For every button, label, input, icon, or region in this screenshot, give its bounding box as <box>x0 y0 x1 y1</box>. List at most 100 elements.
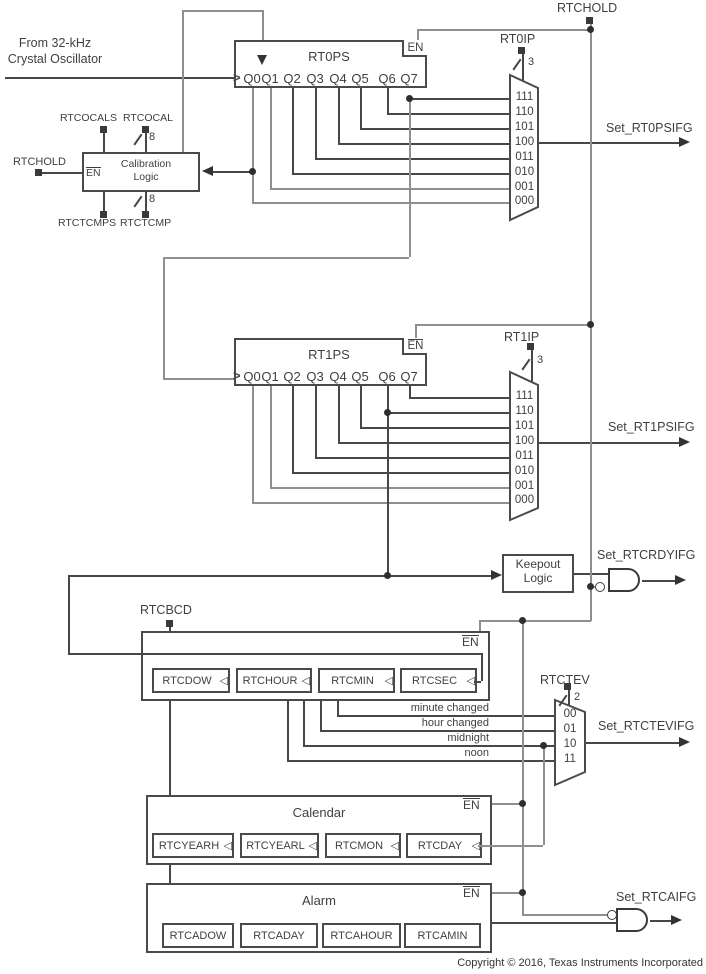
arrow-right-icon <box>679 137 690 147</box>
rt1ps-q3: Q3 <box>306 369 324 384</box>
keepout-title-line1: Keepout <box>515 557 561 571</box>
set-rt1psifg-label: Set_RT1PSIFG <box>608 420 695 434</box>
clock-triangle-icon: ◁ <box>308 838 317 852</box>
calibration-block <box>82 152 200 192</box>
bus2-rtctev-label: 2 <box>574 691 581 703</box>
register-rtcahour: RTCAHOUR <box>322 923 401 948</box>
rt0ip-label: RT0IP <box>500 32 536 46</box>
rt1ip-label: RT1IP <box>504 330 540 344</box>
alarm-en-label: EN <box>463 886 480 900</box>
wire <box>252 202 510 204</box>
set-rtctevifg-label: Set_RTCTEVIFG <box>598 719 695 733</box>
wire <box>492 892 522 894</box>
rt0ps-q4: Q4 <box>329 71 347 86</box>
rt0ps-en-box: EN <box>402 40 427 57</box>
set-rtcrdyifg-label: Set_RTCRDYIFG <box>597 548 696 562</box>
inverter-bubble-icon <box>595 582 605 592</box>
rt0ps-q2: Q2 <box>283 71 301 86</box>
clock-triangle-icon: ◁ <box>471 838 480 852</box>
rtcocals-label: RTCOCALS <box>60 112 117 124</box>
wire <box>387 113 510 115</box>
wire <box>585 742 679 744</box>
register-rtcaday: RTCADAY <box>240 923 318 948</box>
wire <box>338 143 510 145</box>
wire <box>163 378 236 380</box>
wire <box>169 627 171 633</box>
wire <box>387 386 389 575</box>
junction-dot <box>406 95 413 102</box>
wire <box>145 133 147 152</box>
wire <box>360 88 362 128</box>
bus3-rt0ip-label: 3 <box>528 56 535 68</box>
mux1-opt-100: 100 <box>514 435 535 447</box>
inverter-bubble-icon <box>607 910 617 920</box>
rt1ps-q5: Q5 <box>351 369 369 384</box>
alarm-and-gate-icon <box>616 908 648 932</box>
bus-width-slash-icon <box>558 694 568 707</box>
wire <box>415 324 417 338</box>
wire <box>409 98 510 100</box>
register-rtcdow: RTCDOW ◁ <box>152 668 230 693</box>
wire <box>270 88 272 188</box>
wire <box>492 922 616 924</box>
wire <box>68 575 491 577</box>
mux0-opt-000: 000 <box>514 195 535 207</box>
wire <box>337 701 339 716</box>
junction-dot <box>249 168 256 175</box>
copyright-text: Copyright © 2016, Texas Instruments Inco… <box>457 957 703 969</box>
wire <box>303 701 305 746</box>
rt0ps-q1: Q1 <box>261 71 279 86</box>
register-rtcmin: RTCMIN ◁ <box>318 668 395 693</box>
wire <box>360 128 510 130</box>
wire <box>292 386 294 472</box>
wire <box>568 690 570 708</box>
rt0ps-q7: Q7 <box>400 71 418 86</box>
bus8-top-label: 8 <box>149 131 156 143</box>
mux1-opt-111: 111 <box>515 390 534 402</box>
wire <box>5 77 234 79</box>
rt0ps-q6: Q6 <box>378 71 396 86</box>
wire <box>522 914 607 916</box>
bus-width-slash-icon <box>133 195 143 208</box>
mux2-opt-10: 10 <box>563 738 577 750</box>
wire <box>68 653 482 655</box>
wire <box>409 397 510 399</box>
rt1ps-en-box: EN <box>402 338 427 355</box>
wire <box>538 142 679 144</box>
clock-input-icon: > <box>233 368 241 383</box>
junction-dot <box>587 321 594 328</box>
wire <box>409 386 411 397</box>
arrow-right-icon <box>671 915 682 925</box>
rt1ps-q2: Q2 <box>283 369 301 384</box>
calendar-title: Calendar <box>292 805 346 820</box>
rt0ps-q3: Q3 <box>306 71 324 86</box>
register-rtcsec: RTCSEC ◁ <box>400 668 477 693</box>
mux1-opt-101: 101 <box>514 420 535 432</box>
mux1-opt-011: 011 <box>515 450 534 462</box>
rtcbcd-en-label: EN <box>462 635 479 649</box>
wire <box>212 171 252 173</box>
terminal-square <box>35 169 42 176</box>
rtchold-label: RTCHOLD <box>557 1 618 15</box>
mux0-opt-110: 110 <box>515 106 534 118</box>
wire <box>360 386 362 427</box>
mux1-opt-110: 110 <box>515 405 534 417</box>
wire <box>42 172 82 174</box>
oscillator-label-line1: From 32-kHz <box>18 36 92 50</box>
rt1ps-q6: Q6 <box>378 369 396 384</box>
oscillator-label-line2: Crystal Oscillator <box>7 52 103 66</box>
terminal-square <box>586 17 593 24</box>
arrow-right-icon <box>675 575 686 585</box>
terminal-square <box>100 211 107 218</box>
wire <box>103 133 105 152</box>
wire <box>522 620 524 914</box>
wire <box>492 803 522 805</box>
mux1-opt-010: 010 <box>514 465 535 477</box>
wire <box>103 192 105 211</box>
wire <box>182 10 184 152</box>
wire <box>163 257 165 378</box>
rdy-and-gate-icon <box>608 568 640 592</box>
wire <box>315 88 317 158</box>
clock-triangle-icon: ◁ <box>219 673 228 687</box>
